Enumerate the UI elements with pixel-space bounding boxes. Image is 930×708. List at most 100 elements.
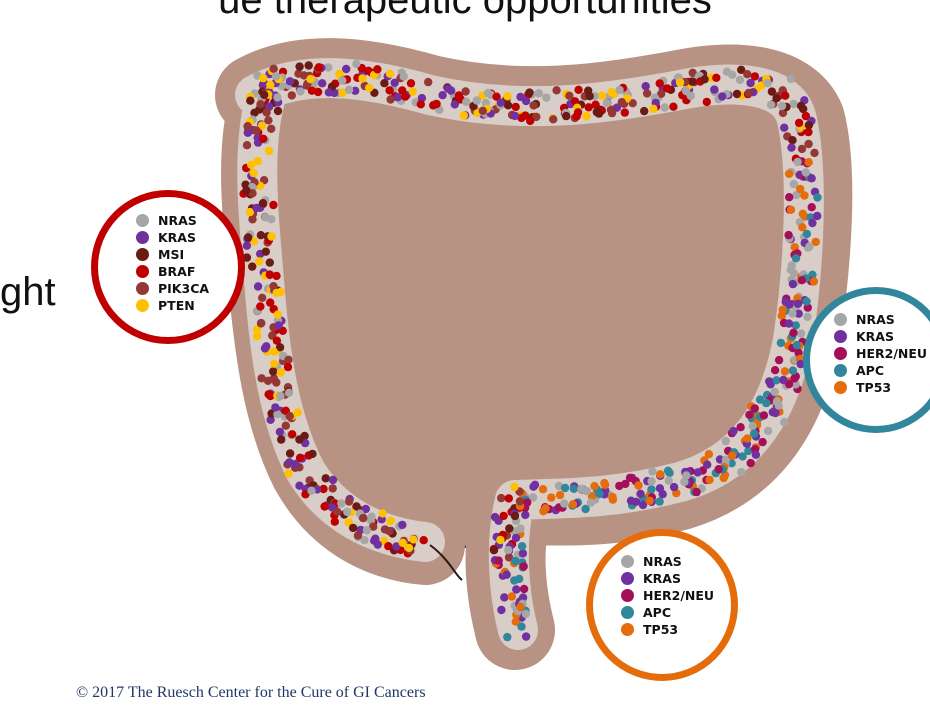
mutation-dot	[805, 242, 813, 250]
mutation-dot	[772, 94, 780, 102]
mutation-dot	[479, 107, 487, 115]
mutation-dot	[288, 91, 296, 99]
legend-dot	[834, 330, 847, 343]
mutation-dot	[743, 434, 751, 442]
mutation-dot	[267, 232, 275, 240]
mutation-dot	[259, 199, 267, 207]
mutation-dot	[359, 514, 367, 522]
mutation-dot	[505, 494, 513, 502]
mutation-dot	[642, 82, 650, 90]
mutation-dot	[259, 135, 267, 143]
mutation-dot	[503, 633, 511, 641]
mutation-dot	[265, 147, 273, 155]
mutation-dot	[656, 79, 664, 87]
mutation-dot	[771, 366, 779, 374]
mutation-dot	[562, 112, 570, 120]
mutation-dot	[516, 603, 524, 611]
mutation-dot	[391, 79, 399, 87]
mutation-dot	[780, 124, 788, 132]
mutation-dot	[496, 536, 504, 544]
mutation-dot	[582, 112, 590, 120]
mutation-dot	[515, 575, 523, 583]
legend-dot	[621, 606, 634, 619]
mutation-dot	[286, 412, 294, 420]
mutation-dot	[750, 429, 758, 437]
mutation-dot	[634, 481, 642, 489]
mutation-dot	[343, 508, 351, 516]
mutation-dot	[810, 149, 818, 157]
mutation-dot	[767, 101, 775, 109]
mutation-dot	[803, 230, 811, 238]
mutation-dot	[320, 502, 328, 510]
mutation-dot	[305, 61, 313, 69]
mutation-dot	[306, 75, 314, 83]
mutation-dot	[257, 319, 265, 327]
legend-item: TP53	[621, 621, 714, 638]
mutation-dot	[773, 397, 781, 405]
mutation-dot	[665, 477, 673, 485]
mutation-dot	[518, 542, 526, 550]
mutation-dot	[247, 161, 255, 169]
mutation-dot	[500, 593, 508, 601]
mutation-dot	[561, 484, 569, 492]
mutation-dot	[242, 186, 250, 194]
legend-item: KRAS	[834, 328, 927, 345]
mutation-dot	[590, 482, 598, 490]
mutation-dot	[308, 87, 316, 95]
mutation-dot	[608, 109, 616, 117]
legend-label: TP53	[643, 622, 678, 637]
mutation-dot	[692, 488, 700, 496]
mutation-dot	[354, 531, 362, 539]
mutation-dot	[505, 524, 513, 532]
mutation-dot	[749, 422, 757, 430]
mutation-dot	[782, 298, 790, 306]
mutation-dot	[787, 143, 795, 151]
mutation-dot	[736, 423, 744, 431]
mutation-dot	[722, 437, 730, 445]
mutation-dot	[295, 435, 303, 443]
mutation-dot	[803, 313, 811, 321]
mutation-dot	[322, 474, 330, 482]
mutation-dot	[249, 169, 257, 177]
mutation-dot	[792, 254, 800, 262]
mutation-dot	[771, 388, 779, 396]
mutation-dot	[325, 88, 333, 96]
mutation-dot	[438, 91, 446, 99]
mutation-dot	[710, 85, 718, 93]
mutation-dot	[345, 497, 353, 505]
legend-label: HER2/NEU	[643, 588, 714, 603]
mutation-dot	[429, 101, 437, 109]
mutation-dot	[365, 84, 373, 92]
mutation-dot	[497, 99, 505, 107]
mutation-dot	[595, 490, 603, 498]
mutation-dot	[497, 606, 505, 614]
mutation-dot	[549, 115, 557, 123]
legend-dot	[136, 299, 149, 312]
mutation-dot	[618, 98, 626, 106]
mutation-dot	[270, 348, 278, 356]
mutation-dot	[703, 98, 711, 106]
mutation-dot	[447, 86, 455, 94]
mutation-dot	[256, 302, 264, 310]
mutation-dot	[775, 356, 783, 364]
legend-dot	[834, 381, 847, 394]
mutation-dot	[380, 79, 388, 87]
mutation-dot	[401, 92, 409, 100]
mutation-dot	[529, 101, 537, 109]
legend-dot	[621, 572, 634, 585]
mutation-dot	[660, 103, 668, 111]
mutation-dot	[473, 96, 481, 104]
mutation-dot	[784, 231, 792, 239]
mutation-dot	[798, 276, 806, 284]
mutation-dot	[255, 257, 263, 265]
mutation-dot	[808, 174, 816, 182]
mutation-dot	[398, 521, 406, 529]
legend-dot	[136, 214, 149, 227]
mutation-dot	[269, 367, 277, 375]
mutation-dot	[560, 499, 568, 507]
mutation-dot	[785, 193, 793, 201]
mutation-dot	[274, 311, 282, 319]
mutation-dot	[271, 403, 279, 411]
mutation-dot	[420, 536, 428, 544]
mutation-dot	[274, 321, 282, 329]
